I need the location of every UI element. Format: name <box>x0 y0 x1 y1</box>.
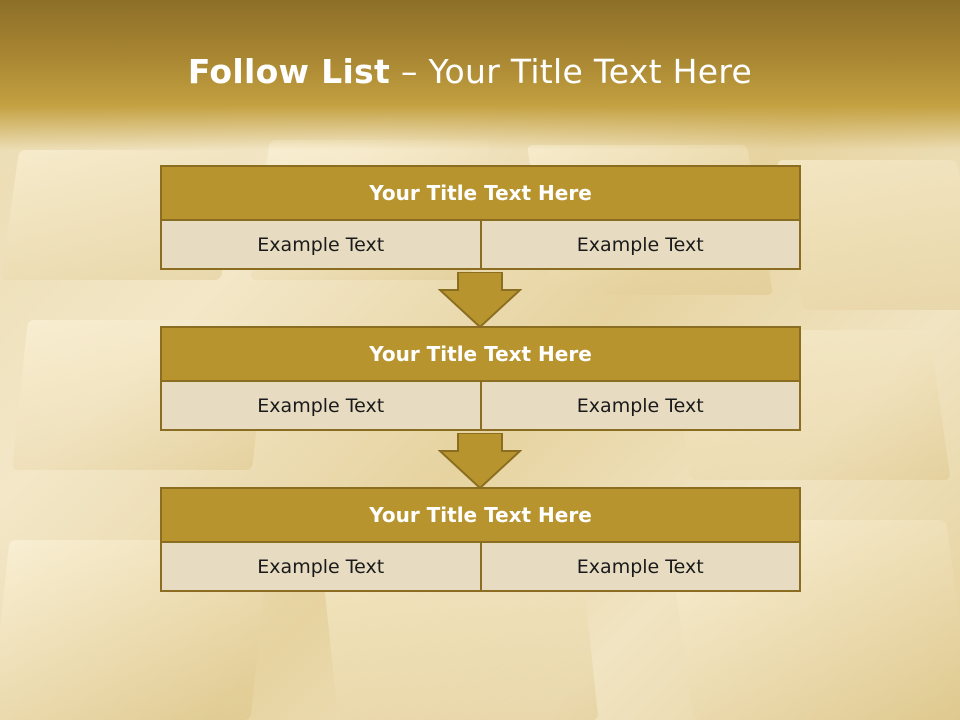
panel-cell-left: Example Text <box>162 543 480 590</box>
down-arrow-icon <box>438 272 522 328</box>
panel-cell-right: Example Text <box>479 543 799 590</box>
panel-cell-left: Example Text <box>162 221 480 268</box>
follow-list-panel-3: Your Title Text Here Example Text Exampl… <box>160 487 801 592</box>
slide-title-bold: Follow List <box>187 52 391 91</box>
panel-cell-right: Example Text <box>479 382 799 429</box>
panel-title: Your Title Text Here <box>160 165 801 221</box>
slide-title-rest: – Your Title Text Here <box>390 52 753 91</box>
panel-title: Your Title Text Here <box>160 326 801 382</box>
down-arrow-icon <box>438 433 522 489</box>
panel-row: Example Text Example Text <box>160 382 801 431</box>
panel-cell-left: Example Text <box>162 382 480 429</box>
panel-row: Example Text Example Text <box>160 221 801 270</box>
panel-row: Example Text Example Text <box>160 543 801 592</box>
header-band <box>0 0 960 150</box>
slide-title: Follow List – Your Title Text Here <box>0 52 940 91</box>
follow-list-panel-2: Your Title Text Here Example Text Exampl… <box>160 326 801 431</box>
panel-title: Your Title Text Here <box>160 487 801 543</box>
follow-list-panel-1: Your Title Text Here Example Text Exampl… <box>160 165 801 270</box>
panel-cell-right: Example Text <box>479 221 799 268</box>
